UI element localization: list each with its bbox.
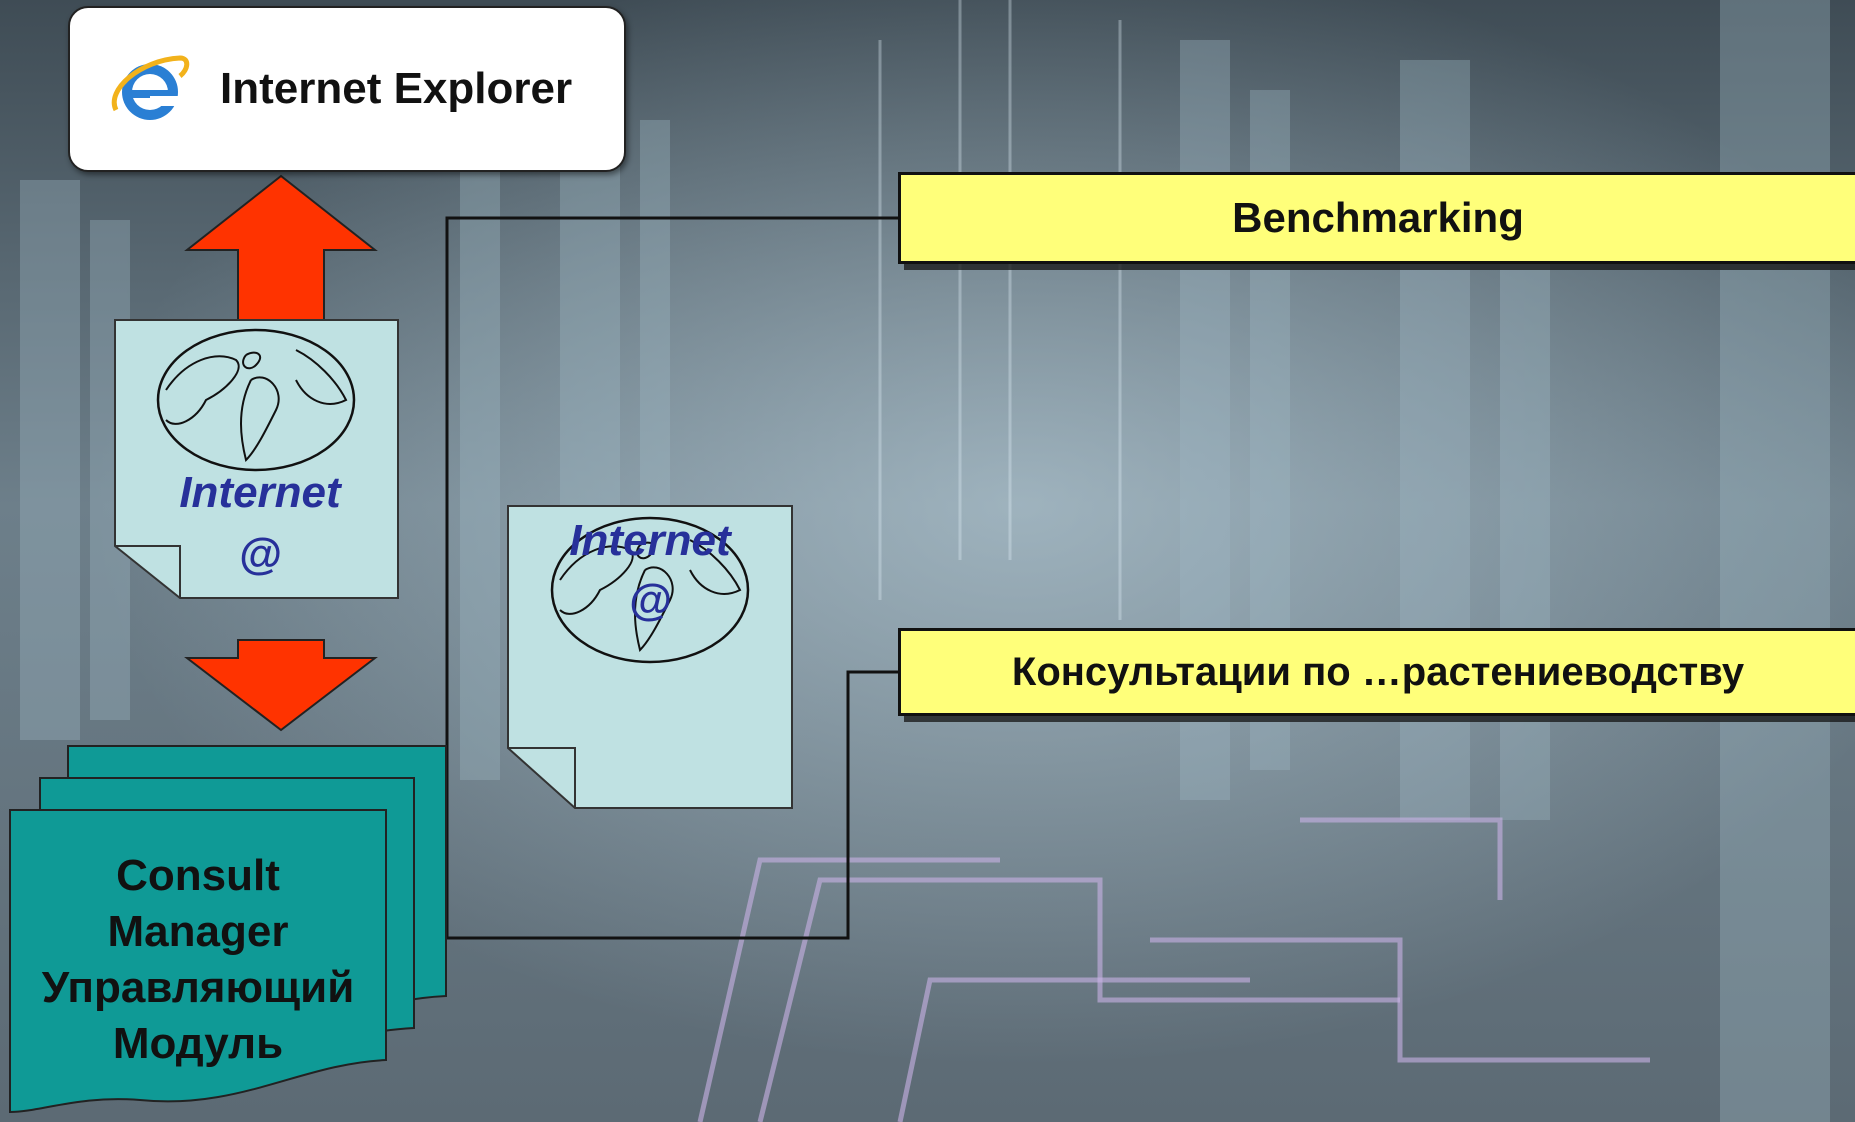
module-line-3: Управляющий bbox=[41, 963, 355, 1012]
module-line-1: Consult bbox=[116, 851, 280, 900]
globe-icon bbox=[550, 516, 750, 664]
globe-icon bbox=[156, 328, 356, 472]
module-line-4: Модуль bbox=[112, 1019, 284, 1068]
module-label: Consult Manager Управляющий Модуль bbox=[10, 848, 386, 1072]
benchmarking-box: Benchmarking bbox=[898, 172, 1855, 264]
consultation-box: Консультации по …растениеводству bbox=[898, 628, 1855, 716]
internet-explorer-box: Internet Explorer bbox=[68, 6, 626, 172]
internet-doc-center-title: Internet bbox=[569, 516, 731, 565]
internet-doc-left-symbol: @ bbox=[238, 530, 282, 579]
internet-explorer-label: Internet Explorer bbox=[220, 64, 573, 113]
internet-doc-left-title: Internet bbox=[179, 468, 341, 517]
internet-doc-center-symbol: @ bbox=[628, 576, 672, 625]
module-document-stack bbox=[9, 745, 447, 1114]
internet-explorer-icon bbox=[111, 55, 190, 120]
connector-lines bbox=[445, 216, 898, 940]
module-line-2: Manager bbox=[107, 907, 289, 956]
